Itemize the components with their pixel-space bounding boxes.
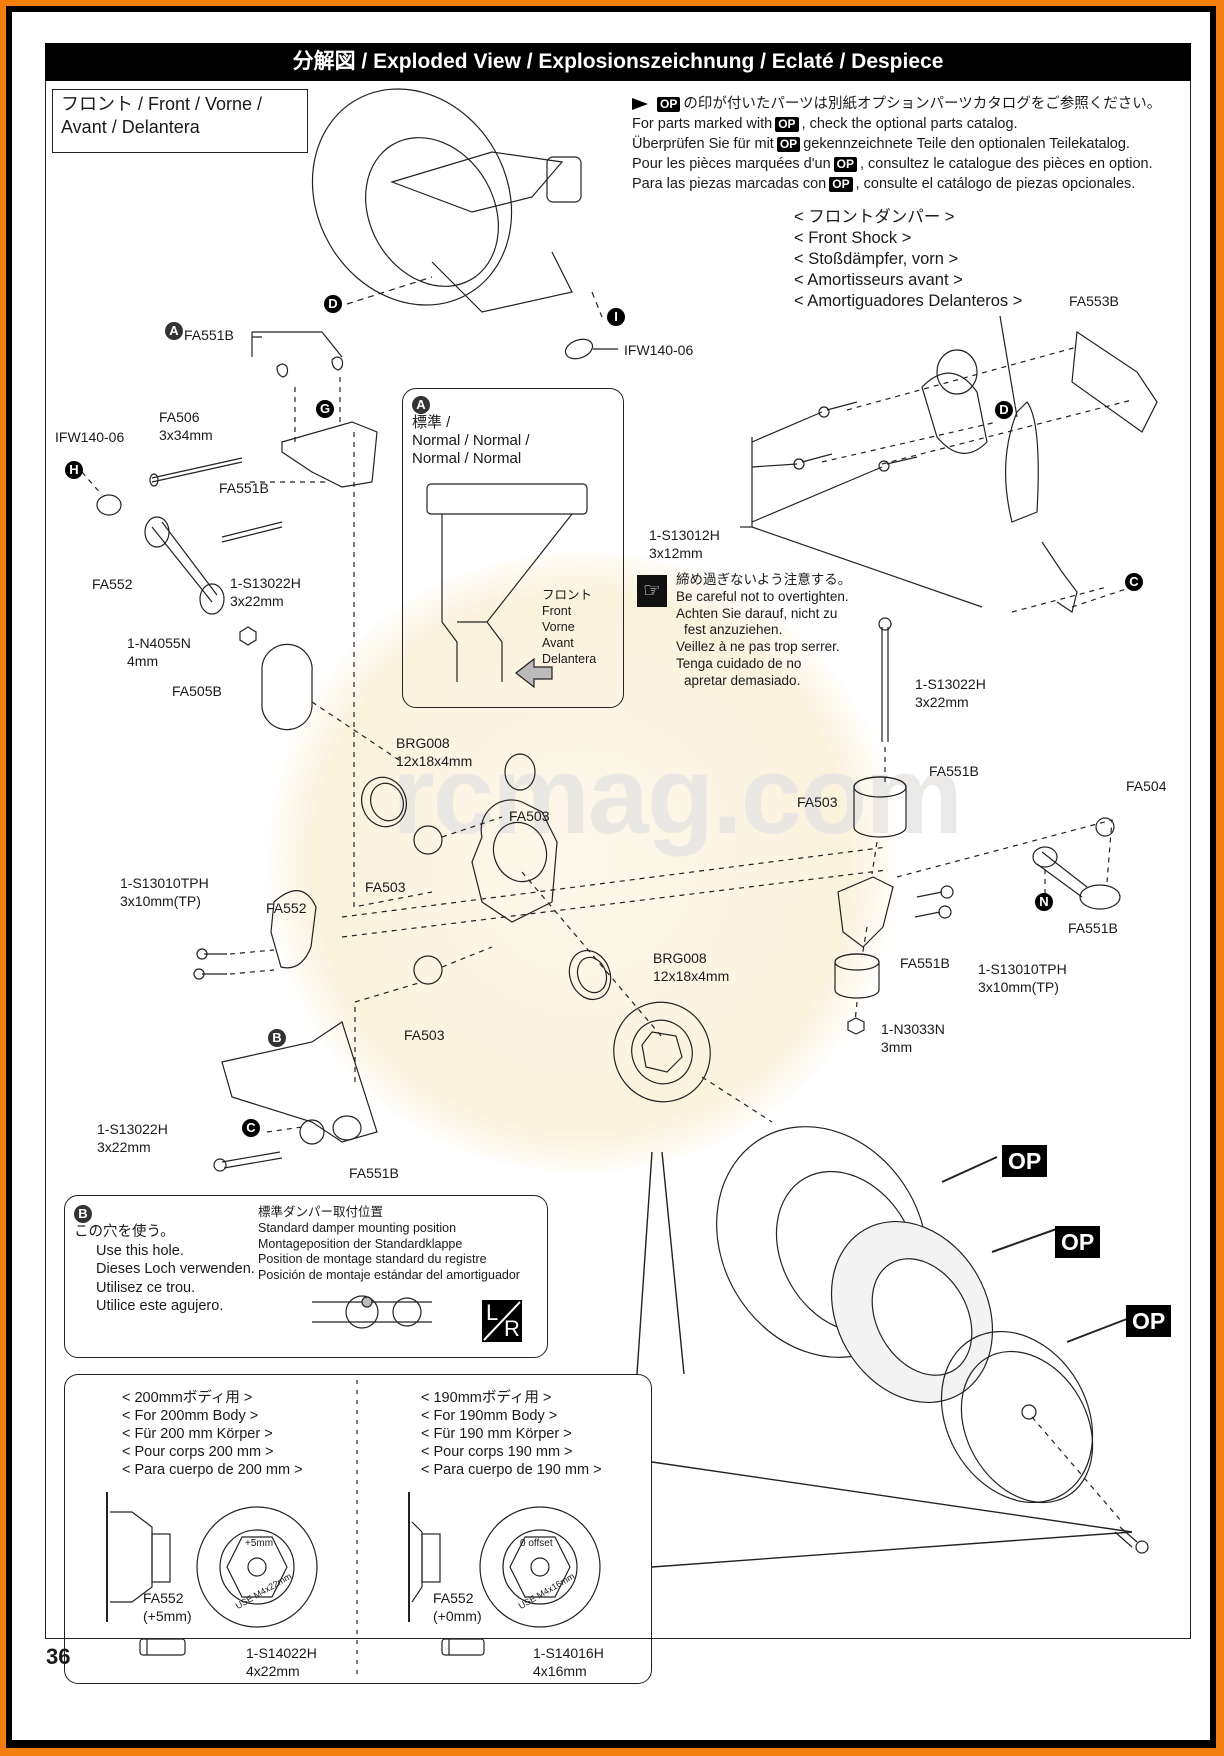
op-badge: OP — [657, 97, 681, 112]
part-label-fa503: FA503 — [365, 879, 406, 895]
exploded-drawing — [81, 88, 1158, 1677]
part-label-fa504: FA504 — [1126, 778, 1167, 794]
hub-200-illustration — [106, 1492, 318, 1656]
body-190-heading: < 190mmボディ用 > < For 190mm Body > < Für 1… — [421, 1390, 602, 1478]
part-label-fa551b: FA551B — [900, 955, 950, 971]
part-label-fa503: FA503 — [404, 1027, 445, 1043]
part-label-fa551b: FA551B — [929, 763, 979, 779]
normal-position-panel — [402, 388, 624, 708]
op-tag-insert: OP — [1055, 1226, 1101, 1258]
part-label-fa551b: FA551B — [1068, 920, 1118, 936]
pointing-hand-icon: ☞ — [637, 575, 667, 607]
hub-190-illustration — [408, 1492, 601, 1656]
normal-position-heading: A 標準 / Normal / Normal / Normal / Normal — [412, 396, 530, 467]
body-200-heading: < 200mmボディ用 > < For 200mm Body > < Für 2… — [122, 1390, 303, 1478]
op-tag-wheel: OP — [1126, 1305, 1172, 1337]
location-label-line1: フロント / Front / Vorne / — [61, 94, 263, 114]
standard-damper-position-text: 標準ダンパー取付位置 Standard damper mounting posi… — [258, 1205, 520, 1283]
manual-page: rcmag.com 分解図 / Exploded View / Explosio… — [12, 12, 1210, 1740]
damper-hole-instructions: B この穴を使う。 Use this hole. Dieses Loch ver… — [74, 1205, 255, 1314]
overtighten-caution: 締め過ぎないよう注意する。 Be careful not to overtigh… — [676, 572, 852, 688]
part-label-fa553b: FA553B — [1069, 293, 1119, 309]
hub-190-label: FA552(+0mm) — [433, 1590, 482, 1624]
part-label-fa503: FA503 — [509, 808, 550, 824]
part-label-fa551b: FA551B — [349, 1165, 399, 1181]
part-label-fa551b: FA551B — [219, 480, 269, 496]
part-label-fa552: FA552 — [266, 900, 307, 916]
marker-b-icon: B — [74, 1205, 92, 1223]
marker-b-icon: B — [268, 1029, 286, 1047]
part-label-fa551b: FA551B — [184, 327, 234, 343]
marker-a-icon: A — [412, 396, 430, 414]
op-badge: OP — [829, 177, 853, 192]
op-tag-tire: OP — [1002, 1145, 1048, 1177]
marker-d-icon: D — [324, 295, 342, 313]
marker-n-icon: N — [1035, 893, 1053, 911]
watermark-logo — [262, 552, 902, 1172]
op-badge: OP — [833, 157, 857, 172]
wheel-assembly-illustration — [311, 88, 582, 313]
front-shock-title: < フロントダンパー > < Front Shock > < Stoßdämpf… — [794, 208, 1023, 310]
op-badge: OP — [776, 137, 801, 152]
marker-g-icon: G — [316, 400, 334, 418]
marker-a-icon: A — [165, 322, 183, 340]
pointer-triangle-icon — [632, 98, 648, 111]
marker-h-icon: H — [65, 461, 83, 479]
damper-hole-panel — [64, 1195, 548, 1358]
location-label-line2: Avant / Delantera — [61, 117, 200, 137]
op-badge: OP — [775, 117, 799, 132]
body-190-panel — [356, 1374, 652, 1684]
part-label-fa503: FA503 — [797, 794, 838, 810]
marker-c-shock-icon: C — [1125, 573, 1143, 591]
marker-i-icon: I — [607, 308, 625, 326]
location-label-box: フロント / Front / Vorne / Avant / Delantera — [52, 89, 308, 153]
part-label-ifw140-06: IFW140-06 — [624, 342, 694, 358]
part-label-fa552: FA552 — [92, 576, 133, 592]
marker-c-icon: C — [242, 1119, 260, 1137]
page-number: 36 — [46, 1644, 71, 1669]
part-label-fa505b: FA505B — [172, 683, 222, 699]
hub-200-label: FA552(+5mm) — [143, 1590, 192, 1624]
disc-200-offset: +5mm — [245, 1538, 274, 1549]
body-200-panel — [64, 1374, 356, 1684]
disc-190-offset: 0 offset — [520, 1538, 553, 1549]
front-direction-label: フロント Front Vorne Avant Delantera — [542, 588, 597, 666]
part-label-ifw140-06-left: IFW140-06 — [55, 429, 125, 445]
page-title: 分解図 / Exploded View / Explosionszeichnun… — [45, 43, 1191, 81]
left-right-icon: L R — [482, 1300, 522, 1342]
marker-d-shock-icon: D — [995, 401, 1013, 419]
